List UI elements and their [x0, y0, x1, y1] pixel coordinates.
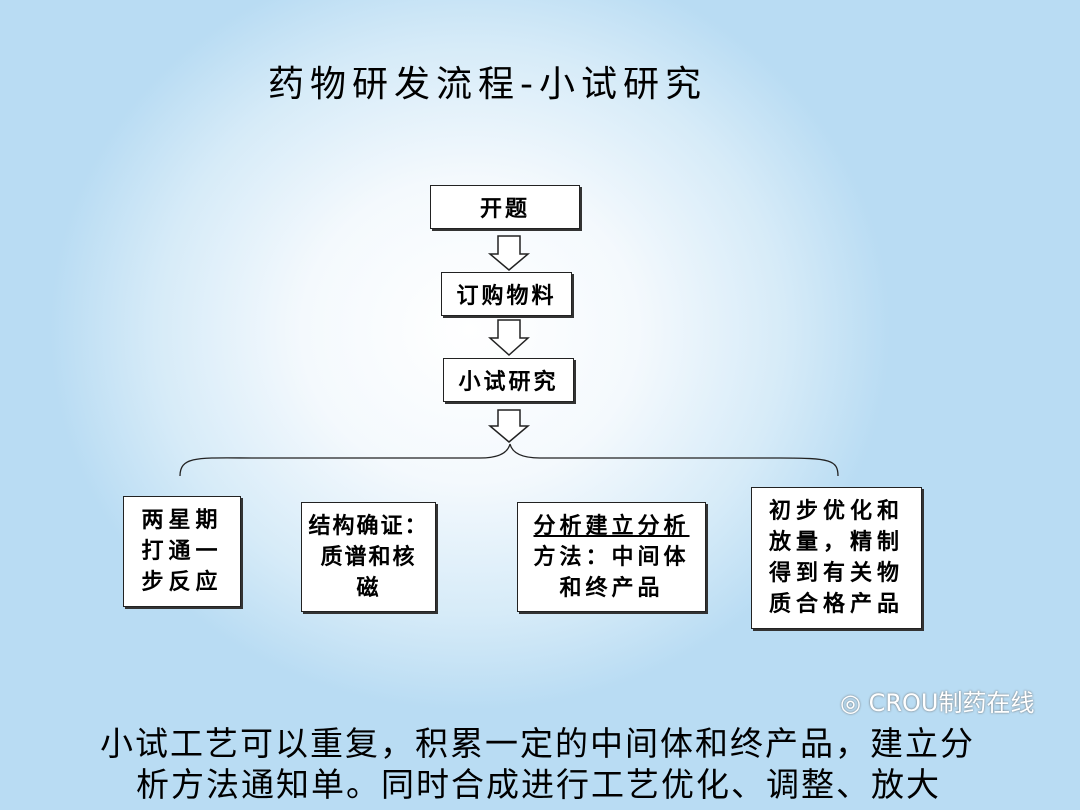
slide-title: 药物研发流程-小试研究 [268, 64, 707, 105]
branch-line: 步反应 [141, 570, 223, 595]
branch-line: 方法：中间体 [533, 544, 690, 570]
down-arrow-icon [488, 319, 530, 357]
watermark-text: CROU制药在线 [868, 689, 1035, 717]
branch-line: 和终产品 [559, 575, 664, 601]
summary-line-1: 小试工艺可以重复，积累一定的中间体和终产品，建立分 [100, 724, 975, 763]
brace [179, 443, 839, 477]
branch-line: 结构确证： [308, 513, 429, 539]
branch-line: 分析建立分析 [533, 513, 690, 539]
flow-step-small-scale-research: 小试研究 [443, 358, 574, 402]
branch-box-analysis: 分析建立分析方法：中间体和终产品 [517, 502, 706, 612]
branch-line: 打通一 [141, 539, 223, 564]
wechat-icon: ◎ [840, 689, 869, 717]
branch-line: 质谱和核 [320, 544, 417, 570]
branch-line: 得到有关物 [768, 561, 904, 586]
branch-line: 磁 [356, 575, 381, 601]
down-arrow-icon [487, 235, 531, 271]
summary-line-2: 析方法通知单。同时合成进行工艺优化、调整、放大 [136, 765, 941, 804]
flow-step-kaiti: 开题 [430, 185, 580, 229]
flow-step-order-materials: 订购物料 [441, 272, 572, 316]
branch-line: 质合格产品 [768, 592, 904, 617]
branch-line: 放量，精制 [768, 530, 904, 555]
branch-box-structure: 结构确证： 质谱和核磁 [301, 502, 436, 612]
branch-line: 初步优化和 [768, 499, 904, 524]
branch-box-optimization: 初步优化和放量，精制得到有关物质合格产品 [751, 487, 922, 629]
branch-line: 两星期 [141, 508, 223, 533]
down-arrow-icon [487, 409, 531, 443]
watermark: ◎ CROU制药在线 [840, 688, 1034, 718]
branch-box-reaction: 两星期打通一步反应 [123, 496, 241, 607]
